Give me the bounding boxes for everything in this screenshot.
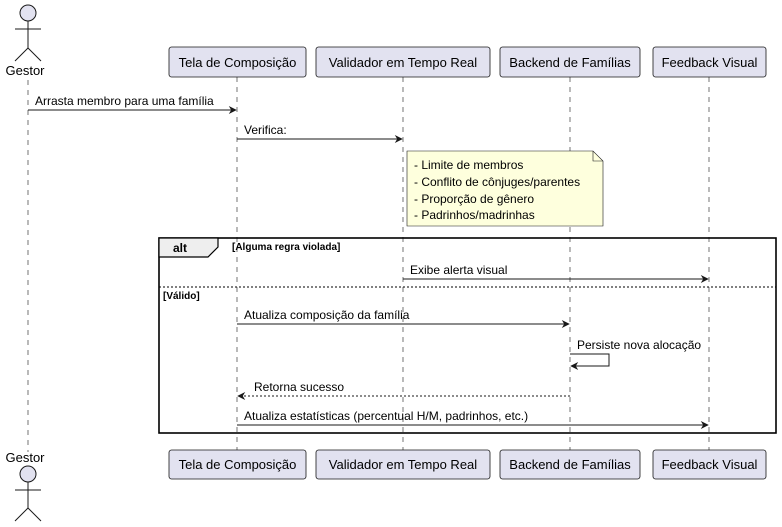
message-atualiza-composicao[interactable]: Atualiza composição da família [237, 308, 570, 328]
note-line: - Proporção de gênero [414, 192, 534, 206]
alt-tab [158, 237, 219, 258]
participant-label: Validador em Tempo Real [329, 55, 477, 70]
participant-feedback-top[interactable]: Feedback Visual [652, 46, 767, 78]
message-atualiza-estatisticas[interactable]: Atualiza estatísticas (percentual H/M, p… [237, 409, 709, 429]
participant-label: Feedback Visual [662, 457, 758, 472]
actor-gestor-bottom[interactable] [14, 465, 42, 522]
participant-validador-top[interactable]: Validador em Tempo Real [315, 46, 491, 78]
message-verifica[interactable]: Verifica: [237, 123, 403, 143]
message-persiste-alocacao[interactable]: Persiste nova alocação [570, 338, 701, 370]
message-label: Retorna sucesso [254, 380, 344, 394]
note-regras: - Limite de membros - Conflito de cônjug… [406, 150, 604, 227]
alt-guard-violada: [Alguma regra violada] [232, 242, 340, 253]
alt-frame [158, 237, 777, 434]
participant-backend-top[interactable]: Backend de Famílias [499, 46, 641, 78]
actor-leg-right [27, 507, 42, 522]
participants-bottom: Gestor Tela de Composição Validador em T… [5, 449, 767, 522]
participant-validador-bottom[interactable]: Validador em Tempo Real [315, 449, 491, 480]
note-line: - Limite de membros [414, 158, 523, 172]
message-label: Atualiza estatísticas (percentual H/M, p… [244, 409, 528, 423]
actor-leg-left [14, 507, 29, 522]
message-label: Exibe alerta visual [410, 263, 507, 277]
note-line: - Padrinhos/madrinhas [414, 208, 535, 222]
actor-gestor-top[interactable] [14, 4, 42, 62]
alt-fragment: alt [Alguma regra violada] [Válido] [158, 237, 777, 434]
participants-top: Gestor Tela de Composição Validador em T… [5, 4, 767, 78]
message-label: Verifica: [244, 123, 287, 137]
actor-leg-left [14, 47, 29, 62]
message-label: Arrasta membro para uma família [35, 94, 214, 108]
participant-label: Backend de Famílias [509, 55, 631, 70]
participant-tela-bottom[interactable]: Tela de Composição [168, 449, 307, 480]
participant-label: Tela de Composição [179, 457, 297, 472]
message-arrasta-membro[interactable]: Arrasta membro para uma família [28, 94, 237, 114]
message-label: Atualiza composição da família [244, 308, 410, 322]
participant-label: Tela de Composição [179, 55, 297, 70]
actor-label-gestor-top: Gestor [5, 63, 45, 78]
alt-guard-valido: [Válido] [163, 291, 200, 302]
participant-feedback-bottom[interactable]: Feedback Visual [652, 449, 767, 480]
participant-backend-bottom[interactable]: Backend de Famílias [499, 449, 641, 480]
message-label: Persiste nova alocação [577, 338, 701, 352]
alt-keyword: alt [173, 241, 187, 255]
message-retorna-sucesso[interactable]: Retorna sucesso [237, 380, 570, 400]
note-line: - Conflito de cônjuges/parentes [414, 175, 580, 189]
actor-label-gestor-bottom: Gestor [5, 450, 45, 465]
actor-head [19, 4, 37, 22]
actor-leg-right [27, 47, 42, 62]
message-exibe-alerta[interactable]: Exibe alerta visual [403, 263, 709, 283]
participant-label: Backend de Famílias [509, 457, 631, 472]
actor-head [19, 465, 37, 483]
participant-tela-top[interactable]: Tela de Composição [168, 46, 307, 78]
participant-label: Feedback Visual [662, 55, 758, 70]
participant-label: Validador em Tempo Real [329, 457, 477, 472]
